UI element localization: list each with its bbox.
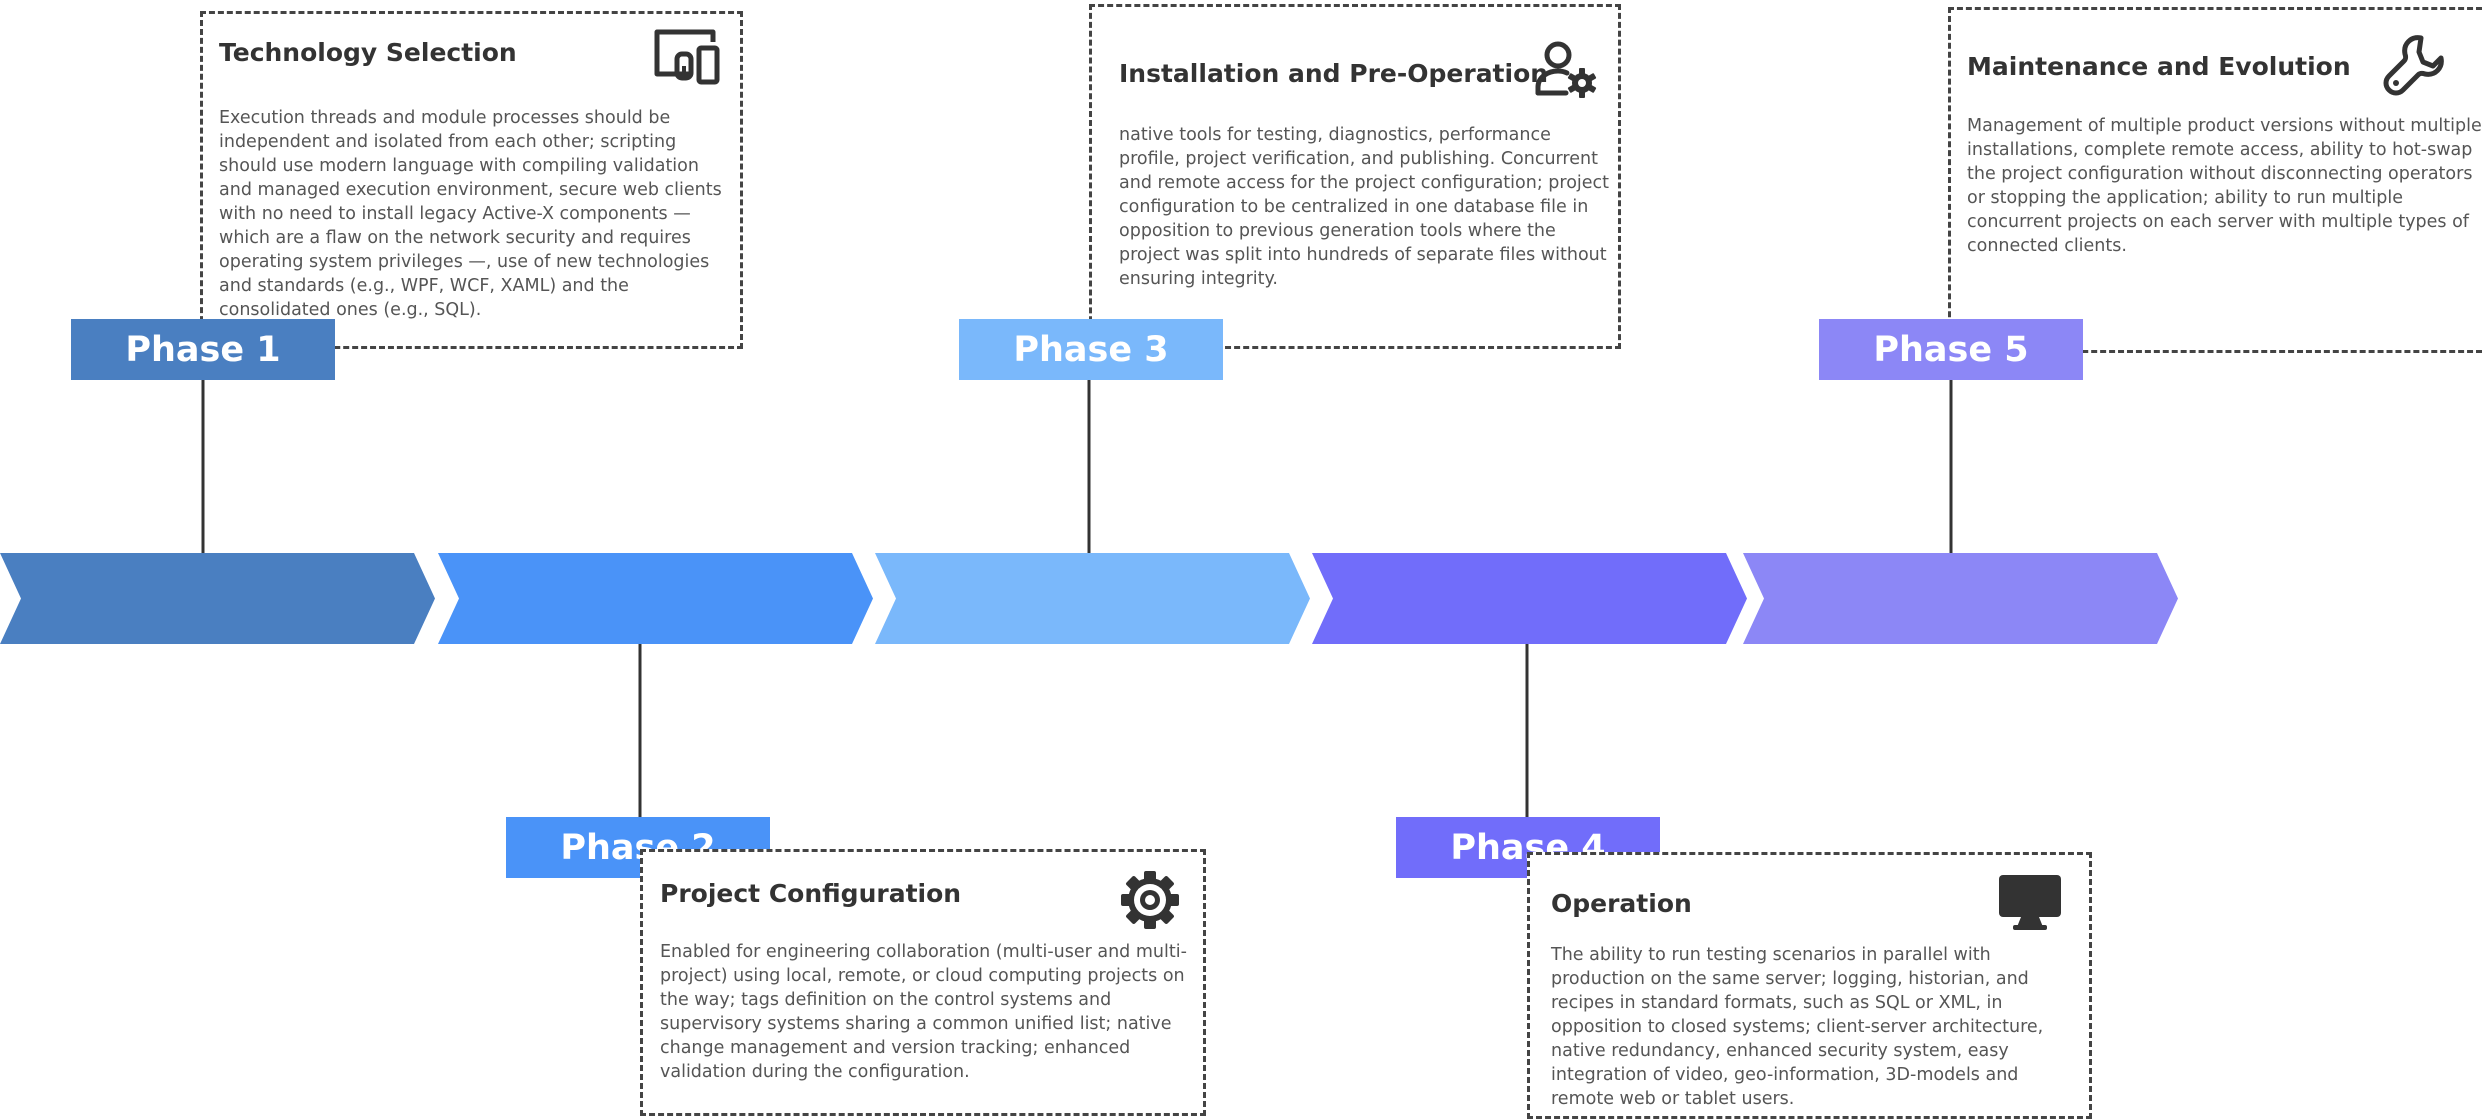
phase-1-description: Execution threads and module processes s…: [219, 108, 722, 320]
phase-3-card: Installation and Pre-Operation native to…: [1089, 4, 1621, 349]
gear-icon: [1118, 868, 1182, 932]
phase-2-card: Project Configuration Enabled for engine…: [640, 849, 1206, 1116]
chevron-phase-1: [0, 553, 435, 644]
phase-5-title: Maintenance and Evolution: [1967, 52, 2351, 81]
phase-5-card: Maintenance and Evolution Management of …: [1948, 7, 2482, 353]
chevron-phase-5: [1743, 553, 2178, 644]
phase-1-card: Technology Selection Execution threads a…: [200, 11, 743, 349]
chevron-phase-2: [438, 553, 873, 644]
phase-2-description: Enabled for engineering collaboration (m…: [660, 942, 1187, 1082]
phase-3-label: Phase 3: [959, 319, 1223, 380]
devices-icon: [651, 26, 721, 90]
phase-3-title: Installation and Pre-Operation: [1119, 59, 1549, 88]
phase-5-description: Management of multiple product versions …: [1967, 116, 2482, 256]
phase-2-title: Project Configuration: [660, 879, 962, 908]
phase-4-card: Operation The ability to run testing sce…: [1527, 852, 2092, 1119]
chevron-phase-3: [875, 553, 1310, 644]
phase-1-title: Technology Selection: [219, 38, 517, 67]
phase-3-description: native tools for testing, diagnostics, p…: [1119, 125, 1610, 289]
monitor-icon: [1997, 873, 2063, 933]
phase-5-label: Phase 5: [1819, 319, 2083, 380]
phase-4-description: The ability to run testing scenarios in …: [1551, 945, 2044, 1109]
phase-1-label: Phase 1: [71, 319, 335, 380]
phase-4-title: Operation: [1551, 889, 1692, 918]
chevron-phase-4: [1312, 553, 1747, 644]
user-gear-icon: [1534, 39, 1598, 103]
wrench-icon: [2381, 32, 2449, 100]
